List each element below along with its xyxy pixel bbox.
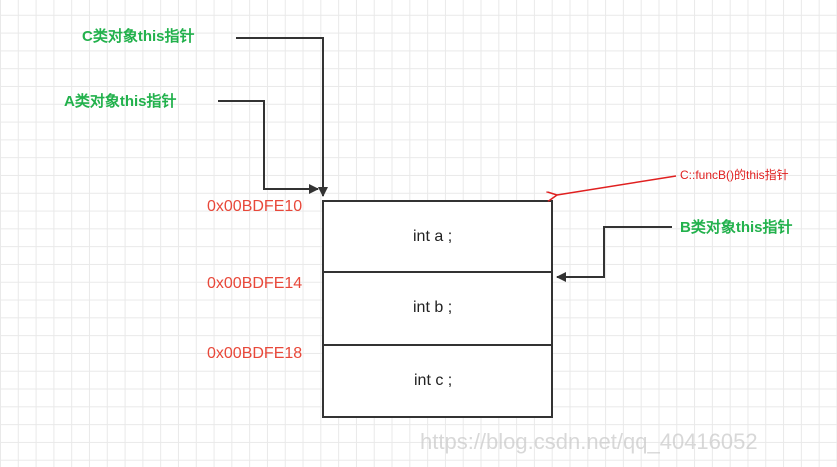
address-label-c: 0x00BDFE18 (207, 345, 303, 362)
cell-a-text: int a ; (413, 228, 453, 245)
cell-c-text: int c ; (414, 372, 453, 389)
cell-b-text: int b ; (413, 299, 453, 316)
c-this-arrow (236, 37, 328, 197)
b-this-label: B类对象this指针 (680, 219, 793, 236)
a-this-arrow (218, 100, 319, 194)
memory-cell-b (322, 271, 553, 346)
memory-cell-c (322, 344, 553, 418)
funcB-this-arrow (557, 175, 677, 195)
a-this-label: A类对象this指针 (64, 93, 177, 110)
memory-cell-a (322, 200, 553, 273)
c-this-label: C类对象this指针 (82, 28, 195, 45)
funcB-this-label: C::funcB()的this指针 (680, 168, 789, 182)
address-label-a: 0x00BDFE10 (207, 198, 303, 215)
address-label-b: 0x00BDFE14 (207, 275, 303, 292)
b-this-arrow (556, 226, 672, 282)
watermark: https://blog.csdn.net/qq_40416052 (420, 429, 758, 454)
